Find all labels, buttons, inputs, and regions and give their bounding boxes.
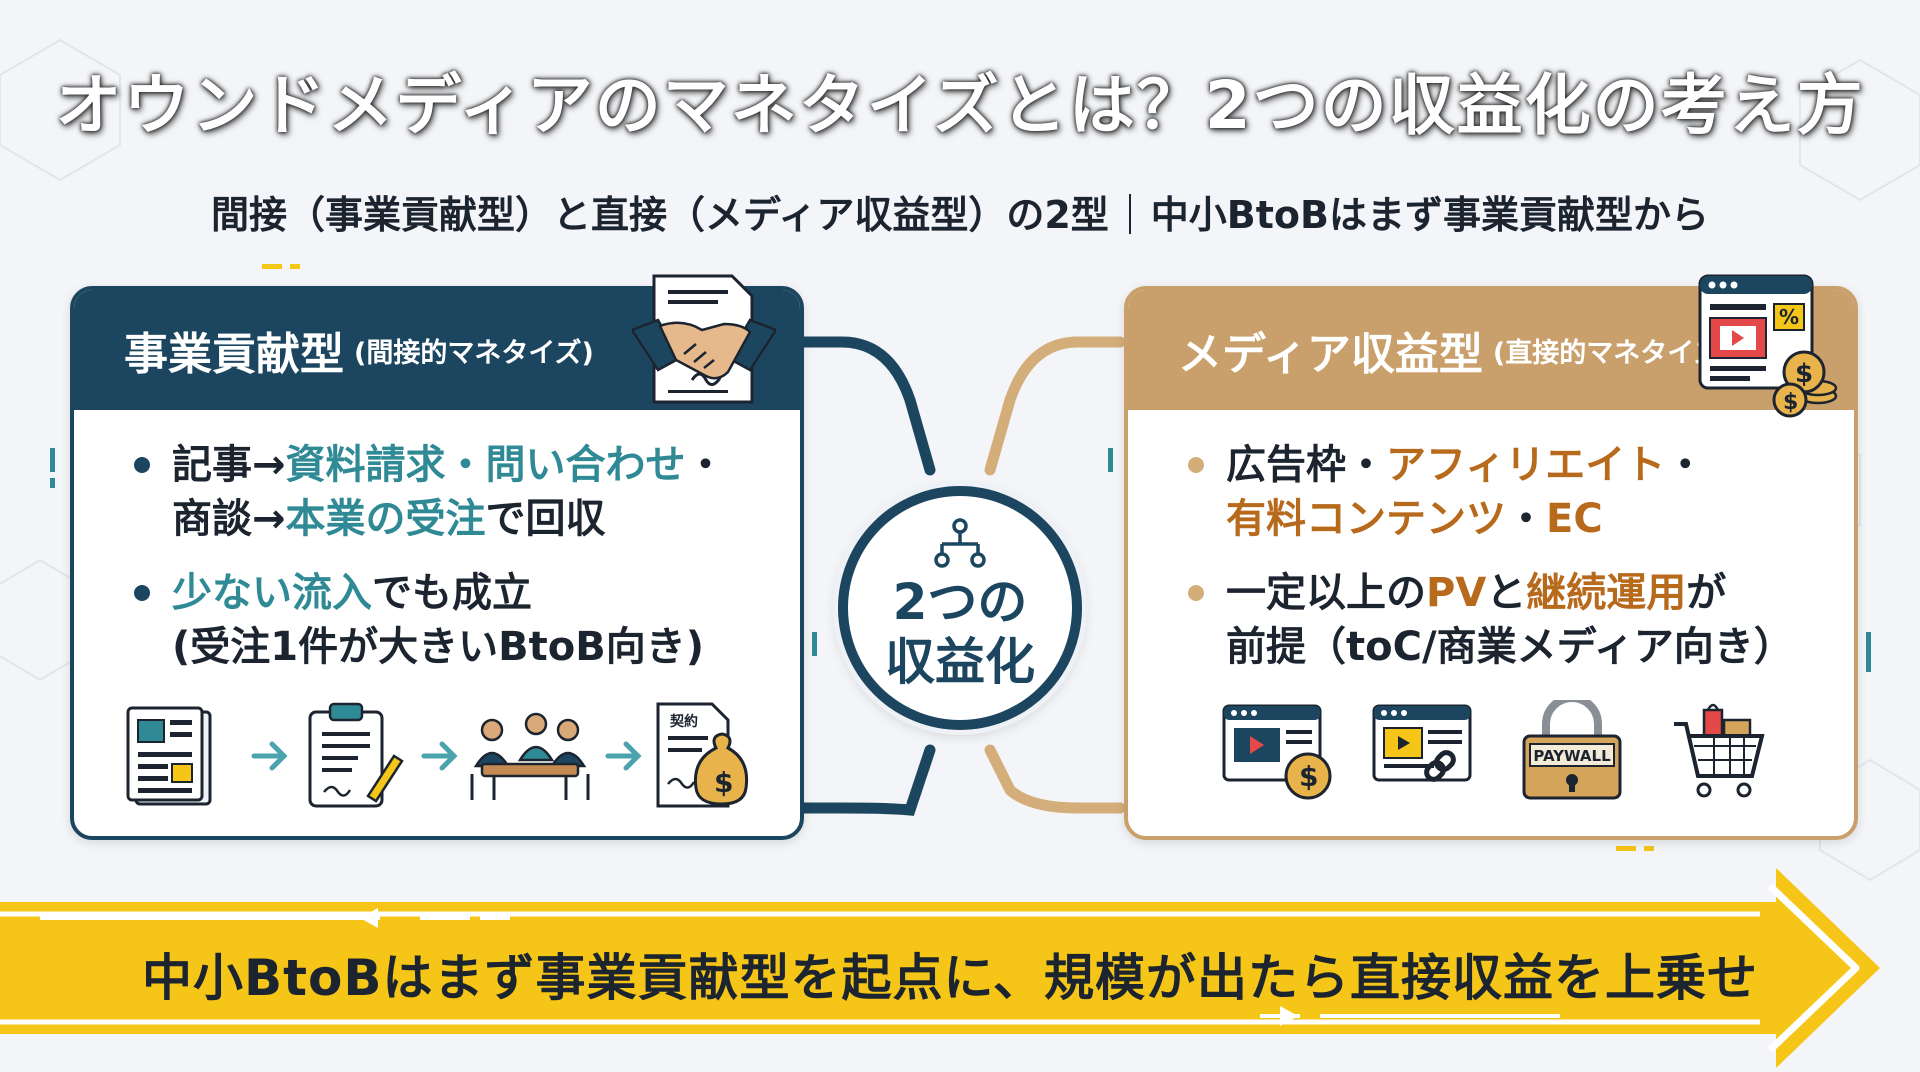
bullet-dot bbox=[134, 457, 150, 473]
highlight-lead-request: 資料請求・問い合わせ bbox=[285, 442, 686, 488]
connector-left bbox=[794, 336, 936, 816]
conclusion-banner-arrow bbox=[0, 868, 1880, 1068]
connector-right bbox=[984, 336, 1126, 814]
highlight-pv: PV bbox=[1426, 570, 1487, 616]
video-ad-coin-icon: $ bbox=[1222, 704, 1332, 800]
svg-text:$: $ bbox=[714, 766, 733, 799]
page-title: オウンドメディアのマネタイズとは？2つの収益化の考え方 bbox=[55, 67, 1865, 144]
highlight-ec: EC bbox=[1546, 496, 1603, 542]
left-bullet-2: 少ない流入でも成立 (受注1件が大きいBtoB向き) bbox=[132, 566, 772, 674]
svg-text:$: $ bbox=[1795, 359, 1813, 389]
bullet-dot bbox=[1188, 585, 1204, 601]
shopping-cart-icon bbox=[1674, 703, 1765, 798]
bullet-dot bbox=[134, 585, 150, 601]
percent-label: % bbox=[1779, 305, 1799, 329]
right-bullets: 広告枠・アフィリエイト・ 有料コンテンツ・EC 一定以上のPVと継続運用が 前提… bbox=[1186, 438, 1826, 694]
subtitle: 間接（事業貢献型）と直接（メディア収益型）の2型中小BtoBはまず事業貢献型から bbox=[0, 184, 1920, 239]
bullet-dot bbox=[1188, 457, 1204, 473]
svg-text:$: $ bbox=[1783, 390, 1798, 415]
right-bullet-2: 一定以上のPVと継続運用が 前提（toC/商業メディア向き） bbox=[1186, 566, 1826, 674]
contract-money-icon: 契約 $ bbox=[656, 702, 749, 808]
meeting-icon bbox=[470, 712, 590, 800]
paywall-lock-icon: PAYWALL bbox=[1522, 700, 1622, 800]
right-panel-title: メディア収益型 bbox=[1178, 329, 1483, 380]
left-bullets: 記事→資料請求・問い合わせ・ 商談→本業の受注で回収 少ない流入でも成立 (受注… bbox=[132, 438, 772, 694]
handshake-contract-icon bbox=[632, 274, 776, 404]
highlight-continuous: 継続運用 bbox=[1526, 570, 1687, 616]
article-icon bbox=[126, 706, 212, 806]
affiliate-link-icon bbox=[1372, 704, 1472, 782]
highlight-paid-content: 有料コンテンツ bbox=[1226, 496, 1506, 542]
right-revenue-icons: $ PAYWALL bbox=[1222, 700, 1765, 800]
left-flow-icons: 契約 $ bbox=[126, 702, 749, 808]
clipboard-form-icon bbox=[308, 702, 404, 808]
right-panel-title-small: (直接的マネタイズ) bbox=[1492, 337, 1733, 369]
conclusion-text: 中小BtoBはまず事業貢献型を起点に、規模が出たら直接収益を上乗せ bbox=[142, 949, 1758, 1007]
highlight-low-traffic: 少ない流入 bbox=[172, 570, 372, 616]
highlight-core-order: 本業の受注 bbox=[285, 496, 486, 542]
right-bullet-1: 広告枠・アフィリエイト・ 有料コンテンツ・EC bbox=[1186, 438, 1826, 546]
left-panel-title: 事業貢献型 bbox=[124, 329, 344, 380]
left-bullet-1: 記事→資料請求・問い合わせ・ 商談→本業の受注で回収 bbox=[132, 438, 772, 546]
svg-text:$: $ bbox=[1299, 760, 1318, 793]
indirect-monetization-panel: 事業貢献型 (間接的マネタイズ) 記事→資料請求・問い合わせ・ 商談→本業の受注… bbox=[70, 286, 804, 840]
contract-label: 契約 bbox=[669, 713, 698, 730]
web-ads-revenue-icon: % $ $ bbox=[1698, 274, 1838, 418]
left-panel-title-small: (間接的マネタイズ) bbox=[354, 337, 594, 369]
subtitle-separator bbox=[1128, 194, 1131, 234]
subtitle-part1: 間接（事業貢献型）と直接（メディア収益型）の2型 bbox=[211, 193, 1109, 237]
network-nodes-icon bbox=[934, 518, 986, 568]
paywall-label: PAYWALL bbox=[1533, 747, 1611, 765]
hub-label: 2つの 収益化 bbox=[885, 573, 1035, 691]
two-monetization-hub: 2つの 収益化 bbox=[838, 486, 1082, 730]
highlight-affiliate: アフィリエイト bbox=[1386, 442, 1666, 488]
subtitle-part2: 中小BtoBはまず事業貢献型から bbox=[1150, 193, 1709, 237]
